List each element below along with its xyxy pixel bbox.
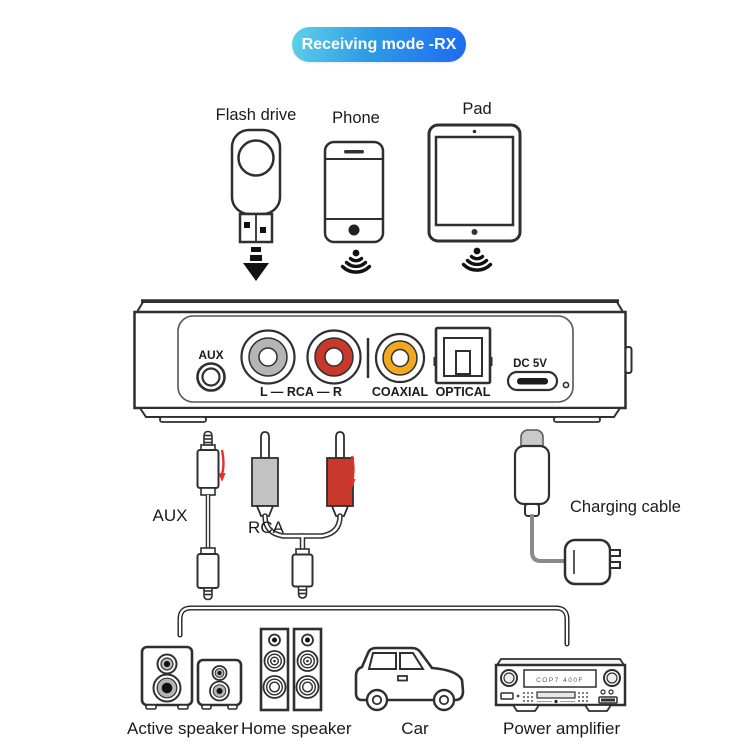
aux-port-icon: AUX xyxy=(196,348,226,392)
home-speaker-label: Home speaker xyxy=(241,719,352,738)
aux-cable-icon xyxy=(185,430,235,602)
wireless-signal-icon xyxy=(455,246,500,279)
car-label: Car xyxy=(401,719,429,738)
red-arrow-icon xyxy=(218,449,226,482)
charging-cable-label: Charging cable xyxy=(570,498,681,516)
rca-cable-icon xyxy=(245,430,365,600)
rca-cable-label: RCA xyxy=(248,518,284,537)
coaxial-port-icon xyxy=(374,332,426,384)
connection-line xyxy=(168,598,578,650)
rca-left-port-icon xyxy=(240,329,296,385)
rca-right-port-icon xyxy=(306,329,362,385)
rca-ports-label: L — RCA — R xyxy=(260,385,342,399)
power-amplifier-label: Power amplifier xyxy=(503,719,621,738)
car-icon xyxy=(352,643,468,713)
amp-display-text: COP7 400F xyxy=(536,677,584,684)
pad-icon xyxy=(427,123,522,245)
svg-text:AUX: AUX xyxy=(198,348,223,362)
down-arrow-icon xyxy=(243,247,269,281)
svg-text:DC 5V: DC 5V xyxy=(513,358,547,370)
usb-c-port-icon: DC 5V xyxy=(506,358,570,392)
pad-label: Pad xyxy=(462,100,492,118)
active-speaker-label: Active speaker xyxy=(127,719,239,738)
led-dot-icon xyxy=(562,381,570,389)
optical-label: OPTICAL xyxy=(436,385,491,399)
power-amplifier-icon: COP7 400F xyxy=(493,655,628,717)
flash-drive-icon xyxy=(226,128,286,286)
active-speaker-icon xyxy=(128,645,245,712)
side-button-icon xyxy=(624,346,633,374)
flash-drive-label: Flash drive xyxy=(215,106,297,124)
aux-cable-label: AUX xyxy=(152,506,188,525)
mode-badge: Receiving mode -RX xyxy=(292,27,466,62)
receiver-back-panel: AUX L — RCA — R xyxy=(130,295,635,425)
red-arrow-icon xyxy=(348,455,356,488)
phone-icon xyxy=(323,140,385,244)
home-speaker-icon xyxy=(259,627,325,713)
coaxial-label: COAXIAL xyxy=(372,385,429,399)
charging-cable-icon xyxy=(495,428,630,590)
wireless-signal-icon xyxy=(334,248,379,281)
phone-label: Phone xyxy=(332,109,380,127)
optical-port-icon xyxy=(433,326,493,385)
